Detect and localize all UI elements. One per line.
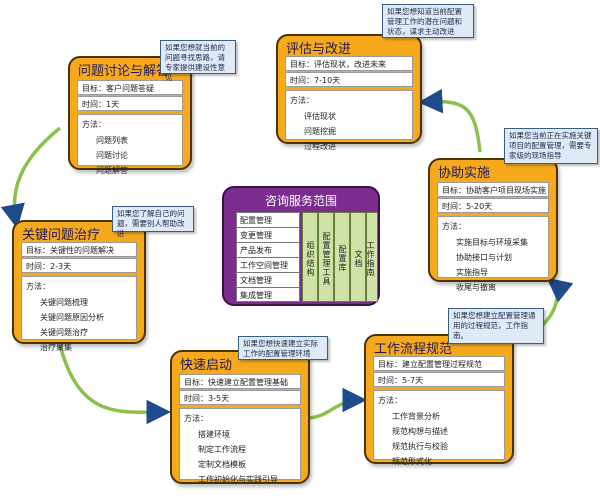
scope-item: 配置管理 bbox=[236, 212, 300, 227]
scope-item: 工作空间管理 bbox=[236, 257, 300, 272]
card-process-goal: 目标：建立配置管理过程规范 bbox=[373, 356, 505, 371]
scope-item: 产品发布 bbox=[236, 242, 300, 257]
card-treat-goal: 目标：关键性的问题解决 bbox=[21, 242, 137, 257]
card-assist-methods: 方法： 实施目标与环境采集 协助接口与计划 实施指导 收尾与撤离 bbox=[437, 216, 549, 292]
card-treat-time: 时间：2-3天 bbox=[21, 258, 137, 273]
scope-column: 配置管理工具 bbox=[318, 212, 334, 302]
scope-column: 文档 bbox=[350, 212, 366, 302]
note-quick: 如果您想快速建立实际工作的配置管理环境 bbox=[238, 336, 328, 360]
method-item: 工作初始化与实践引导 bbox=[198, 475, 278, 484]
card-discuss-goal: 目标：客户问题答疑 bbox=[77, 80, 183, 95]
methods-label: 方法： bbox=[378, 396, 402, 405]
card-process: 工作流程规范 目标：建立配置管理过程规范 时间：5-7天 方法： 工作背景分析 … bbox=[364, 334, 514, 466]
note-process-text: 如果您想建立配置管理通用的过程规范，工作指南。 bbox=[453, 311, 536, 340]
method-item: 定制文档模板 bbox=[198, 460, 246, 469]
card-evaluate-methods: 方法： 评估现状 问题挖掘 过程改进 bbox=[285, 90, 413, 151]
methods-label: 方法： bbox=[82, 120, 106, 129]
scope-column: 工作指南 bbox=[366, 212, 378, 302]
card-treat: 关键问题治疗 目标：关键性的问题解决 时间：2-3天 方法： 关键问题梳理 关键… bbox=[12, 220, 146, 352]
arrow-assist-to-evaluate bbox=[418, 88, 482, 153]
method-item: 问题讨论 bbox=[96, 151, 128, 160]
method-item: 实施指导 bbox=[456, 268, 488, 277]
scope-column: 组织结构 bbox=[302, 212, 318, 302]
note-assist: 如果您当前正在实施关键项目的配置管理，需要专家级的现场指导 bbox=[504, 128, 598, 164]
card-evaluate-goal: 目标：评估现状，改进未来 bbox=[285, 56, 413, 71]
card-discuss: 问题讨论与解答 目标：客户问题答疑 时间：1天 方法： 问题列表 问题讨论 问题… bbox=[68, 56, 192, 175]
method-item: 规范执行与校验 bbox=[392, 442, 448, 451]
methods-label: 方法： bbox=[26, 282, 50, 291]
method-item: 制定工作流程 bbox=[198, 445, 246, 454]
card-assist: 协助实施 目标：协助客户项目现场实施 时间：5-20天 方法： 实施目标与环境采… bbox=[428, 158, 558, 292]
scope-item: 文档管理 bbox=[236, 272, 300, 287]
card-quick-goal: 目标：快速建立配置管理基础 bbox=[179, 374, 301, 389]
arrow-treat-to-quick bbox=[58, 344, 171, 425]
note-assist-text: 如果您当前正在实施关键项目的配置管理，需要专家级的现场指导 bbox=[509, 131, 592, 160]
note-discuss-text: 如果您想就当前的问题寻找思路，请专家提供建设性意见 bbox=[165, 43, 225, 82]
method-item: 关键问题梳理 bbox=[40, 298, 88, 307]
card-treat-title: 关键问题治疗 bbox=[22, 228, 101, 243]
card-assist-title: 协助实施 bbox=[438, 166, 491, 181]
method-item: 协助接口与计划 bbox=[456, 253, 512, 262]
card-assist-time: 时间：5-20天 bbox=[437, 198, 549, 213]
method-item: 实施目标与环境采集 bbox=[456, 238, 528, 247]
note-quick-text: 如果您想快速建立实际工作的配置管理环境 bbox=[243, 339, 318, 358]
method-item: 搭建环境 bbox=[198, 430, 230, 439]
card-treat-methods: 方法： 关键问题梳理 关键问题原因分析 关键问题治疗 治疗聚集 bbox=[21, 276, 137, 352]
method-item: 过程改进 bbox=[304, 142, 336, 151]
method-item: 问题解答 bbox=[96, 166, 128, 175]
service-scope-title: 咨询服务范围 bbox=[264, 194, 337, 208]
card-discuss-time: 时间：1天 bbox=[77, 96, 183, 111]
card-process-time: 时间：5-7天 bbox=[373, 372, 505, 387]
card-process-methods: 方法： 工作背景分析 规范构想与描述 规范执行与校验 规范形式化 bbox=[373, 390, 505, 466]
card-evaluate: 评估与改进 目标：评估现状，改进未来 时间：7-10天 方法： 评估现状 问题挖… bbox=[276, 34, 422, 151]
methods-label: 方法： bbox=[290, 96, 314, 105]
method-item: 关键问题原因分析 bbox=[40, 313, 104, 322]
note-treat: 如果您了解自己的问题，需要别人帮助改进 bbox=[112, 206, 194, 238]
service-scope-list: 配置管理 变更管理 产品发布 工作空间管理 文档管理 集成管理 bbox=[236, 212, 300, 302]
method-item: 问题列表 bbox=[96, 136, 128, 145]
card-quick-methods: 方法： 搭建环境 制定工作流程 定制文档模板 工作初始化与实践引导 bbox=[179, 408, 301, 484]
note-evaluate: 如果您想知道当前配置管理工作的潜在问题和状态，谋求主动改进 bbox=[382, 4, 474, 38]
card-process-title: 工作流程规范 bbox=[374, 342, 453, 357]
scope-column: 配置库 bbox=[334, 212, 350, 302]
method-item: 工作背景分析 bbox=[392, 412, 440, 421]
scope-item: 变更管理 bbox=[236, 227, 300, 242]
card-quick-title: 快速启动 bbox=[180, 358, 233, 373]
method-item: 收尾与撤离 bbox=[456, 283, 496, 292]
service-scope-box: 咨询服务范围 配置管理 变更管理 产品发布 工作空间管理 文档管理 集成管理 组… bbox=[222, 186, 380, 306]
card-quick-time: 时间：3-5天 bbox=[179, 390, 301, 405]
method-item: 规范构想与描述 bbox=[392, 427, 448, 436]
arrow-discuss-to-treat bbox=[0, 126, 62, 229]
method-item: 治疗聚集 bbox=[40, 343, 72, 352]
note-discuss: 如果您想就当前的问题寻找思路，请专家提供建设性意见 bbox=[160, 40, 236, 82]
note-treat-text: 如果您了解自己的问题，需要别人帮助改进 bbox=[117, 209, 185, 238]
note-evaluate-text: 如果您想知道当前配置管理工作的潜在问题和状态，谋求主动改进 bbox=[387, 7, 462, 36]
card-evaluate-title: 评估与改进 bbox=[286, 42, 352, 57]
card-evaluate-time: 时间：7-10天 bbox=[285, 72, 413, 87]
arrow-quick-to-process bbox=[305, 387, 367, 420]
card-discuss-methods: 方法： 问题列表 问题讨论 问题解答 bbox=[77, 114, 183, 175]
scope-item: 集成管理 bbox=[236, 287, 300, 302]
card-assist-goal: 目标：协助客户项目现场实施 bbox=[437, 182, 549, 197]
card-discuss-title: 问题讨论与解答 bbox=[78, 64, 170, 79]
method-item: 问题挖掘 bbox=[304, 127, 336, 136]
method-item: 关键问题治疗 bbox=[40, 328, 88, 337]
note-process: 如果您想建立配置管理通用的过程规范，工作指南。 bbox=[448, 308, 544, 344]
method-item: 规范形式化 bbox=[392, 457, 432, 466]
methods-label: 方法： bbox=[184, 414, 208, 423]
method-item: 评估现状 bbox=[304, 112, 336, 121]
methods-label: 方法： bbox=[442, 222, 466, 231]
card-quick: 快速启动 目标：快速建立配置管理基础 时间：3-5天 方法： 搭建环境 制定工作… bbox=[170, 350, 310, 484]
